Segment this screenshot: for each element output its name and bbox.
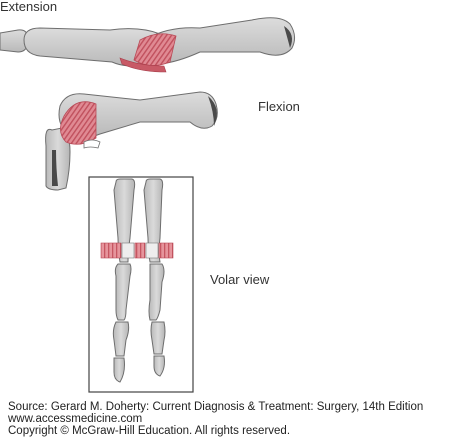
source-credit: Source: Gerard M. Doherty: Current Diagn… bbox=[8, 401, 424, 413]
flexion-plate bbox=[83, 139, 101, 149]
volar-right-finger bbox=[143, 178, 166, 377]
extension-ligament bbox=[119, 33, 177, 73]
volar-view-frame bbox=[88, 176, 194, 393]
volar-view-label: Volar view bbox=[210, 272, 270, 287]
flexion-ligament bbox=[60, 101, 97, 145]
source-url: www.accessmedicine.com bbox=[8, 413, 143, 425]
extension-label: Extension bbox=[0, 0, 58, 14]
volar-ligament-band bbox=[100, 242, 174, 259]
extension-distal-bone bbox=[147, 17, 296, 65]
flexion-label: Flexion bbox=[258, 99, 300, 114]
copyright-notice: Copyright © McGraw-Hill Education. All r… bbox=[8, 425, 291, 437]
volar-left-finger bbox=[112, 178, 136, 383]
